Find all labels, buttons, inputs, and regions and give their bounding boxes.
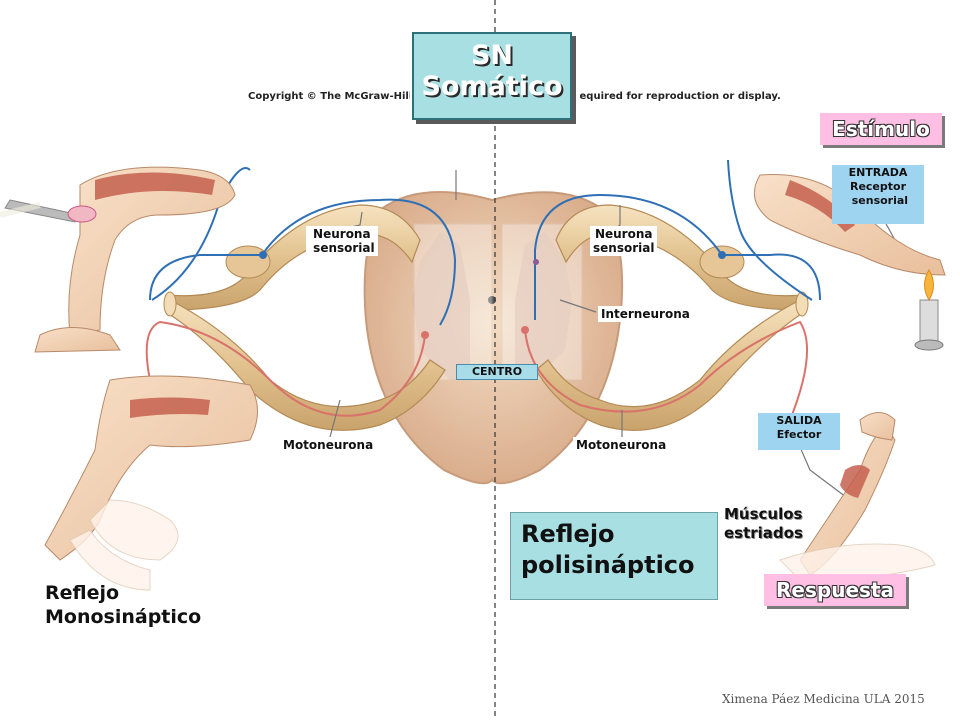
title-line-2: Somático (421, 71, 563, 102)
spinal-cord (363, 191, 624, 485)
label-neurona-sensorial-right: Neurona sensorial (590, 226, 658, 256)
respuesta-box: Respuesta (764, 574, 906, 606)
sensory-fibers (149, 159, 821, 326)
arm-illustration-bottom (779, 412, 936, 581)
reflejo-polisinaptico-box: Reflejo polisináptico (510, 512, 718, 600)
musculos-label: Músculos estriados (724, 505, 803, 542)
title-line-1: SN (470, 40, 514, 71)
salida-box: SALIDA Efector (758, 413, 840, 450)
leg-illustration-top (0, 166, 236, 353)
motor-fibers (145, 320, 809, 421)
label-centro: CENTRO (456, 364, 538, 380)
credit-text: Ximena Páez Medicina ULA 2015 (722, 692, 925, 706)
label-motoneurona-left: Motoneurona (280, 437, 377, 453)
label-interneurona: Interneurona (598, 306, 693, 322)
reflejo-monosinaptico-label: Reflejo Monosináptico (45, 582, 202, 628)
label-motoneurona-right: Motoneurona (573, 437, 670, 453)
label-neurona-sensorial-left: Neurona sensorial (306, 226, 378, 256)
leg-illustration-bottom (44, 375, 258, 591)
entrada-box: ENTRADA Receptor sensorial (832, 165, 924, 224)
title-box: SN Somático (412, 32, 572, 120)
estimulo-box: Estímulo (820, 113, 942, 145)
